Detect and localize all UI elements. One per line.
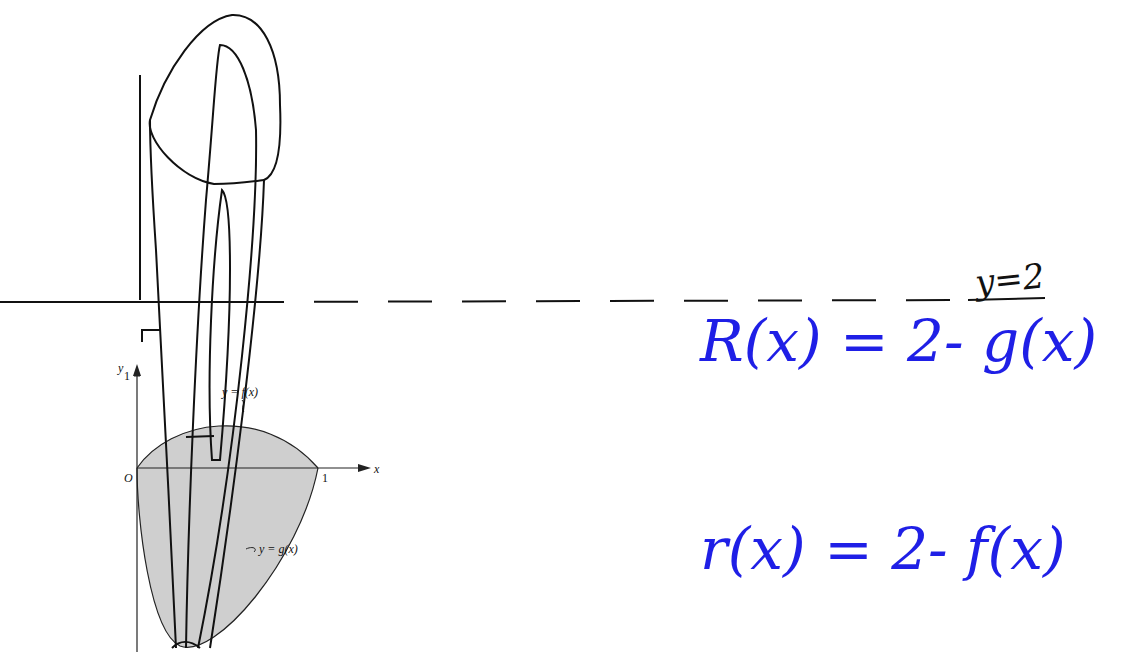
tick-label: 1 [322,472,328,484]
origin-label: O [124,472,133,484]
radius-formula: r(x) = 2- f(x) [700,520,1066,578]
solid-sketch [150,120,264,184]
solid-sketch [172,642,200,648]
tick-label: 1 [124,370,130,382]
hand-tick [142,330,160,342]
line-label: y=2 [973,258,1046,299]
axis-label: x [374,463,379,475]
x-arrow [358,464,371,472]
curve-label: y = f(x) [222,386,258,398]
y-axis [136,368,137,652]
x-axis [137,467,368,468]
y-arrow [133,364,141,376]
axis-label: y [118,362,123,374]
curve-f [137,426,318,468]
solid-sketch [210,190,230,460]
radius-mark [186,436,214,437]
tick [134,376,140,377]
curve-label: y = g(x) [259,543,298,555]
hand-axis [139,75,141,300]
hand-line [0,301,240,303]
curve-g [137,468,318,647]
leader-line [246,548,255,552]
dashed-line [240,300,965,302]
radius-formula: R(x) = 2- g(x) [700,312,1097,370]
solid-sketch [186,45,256,648]
